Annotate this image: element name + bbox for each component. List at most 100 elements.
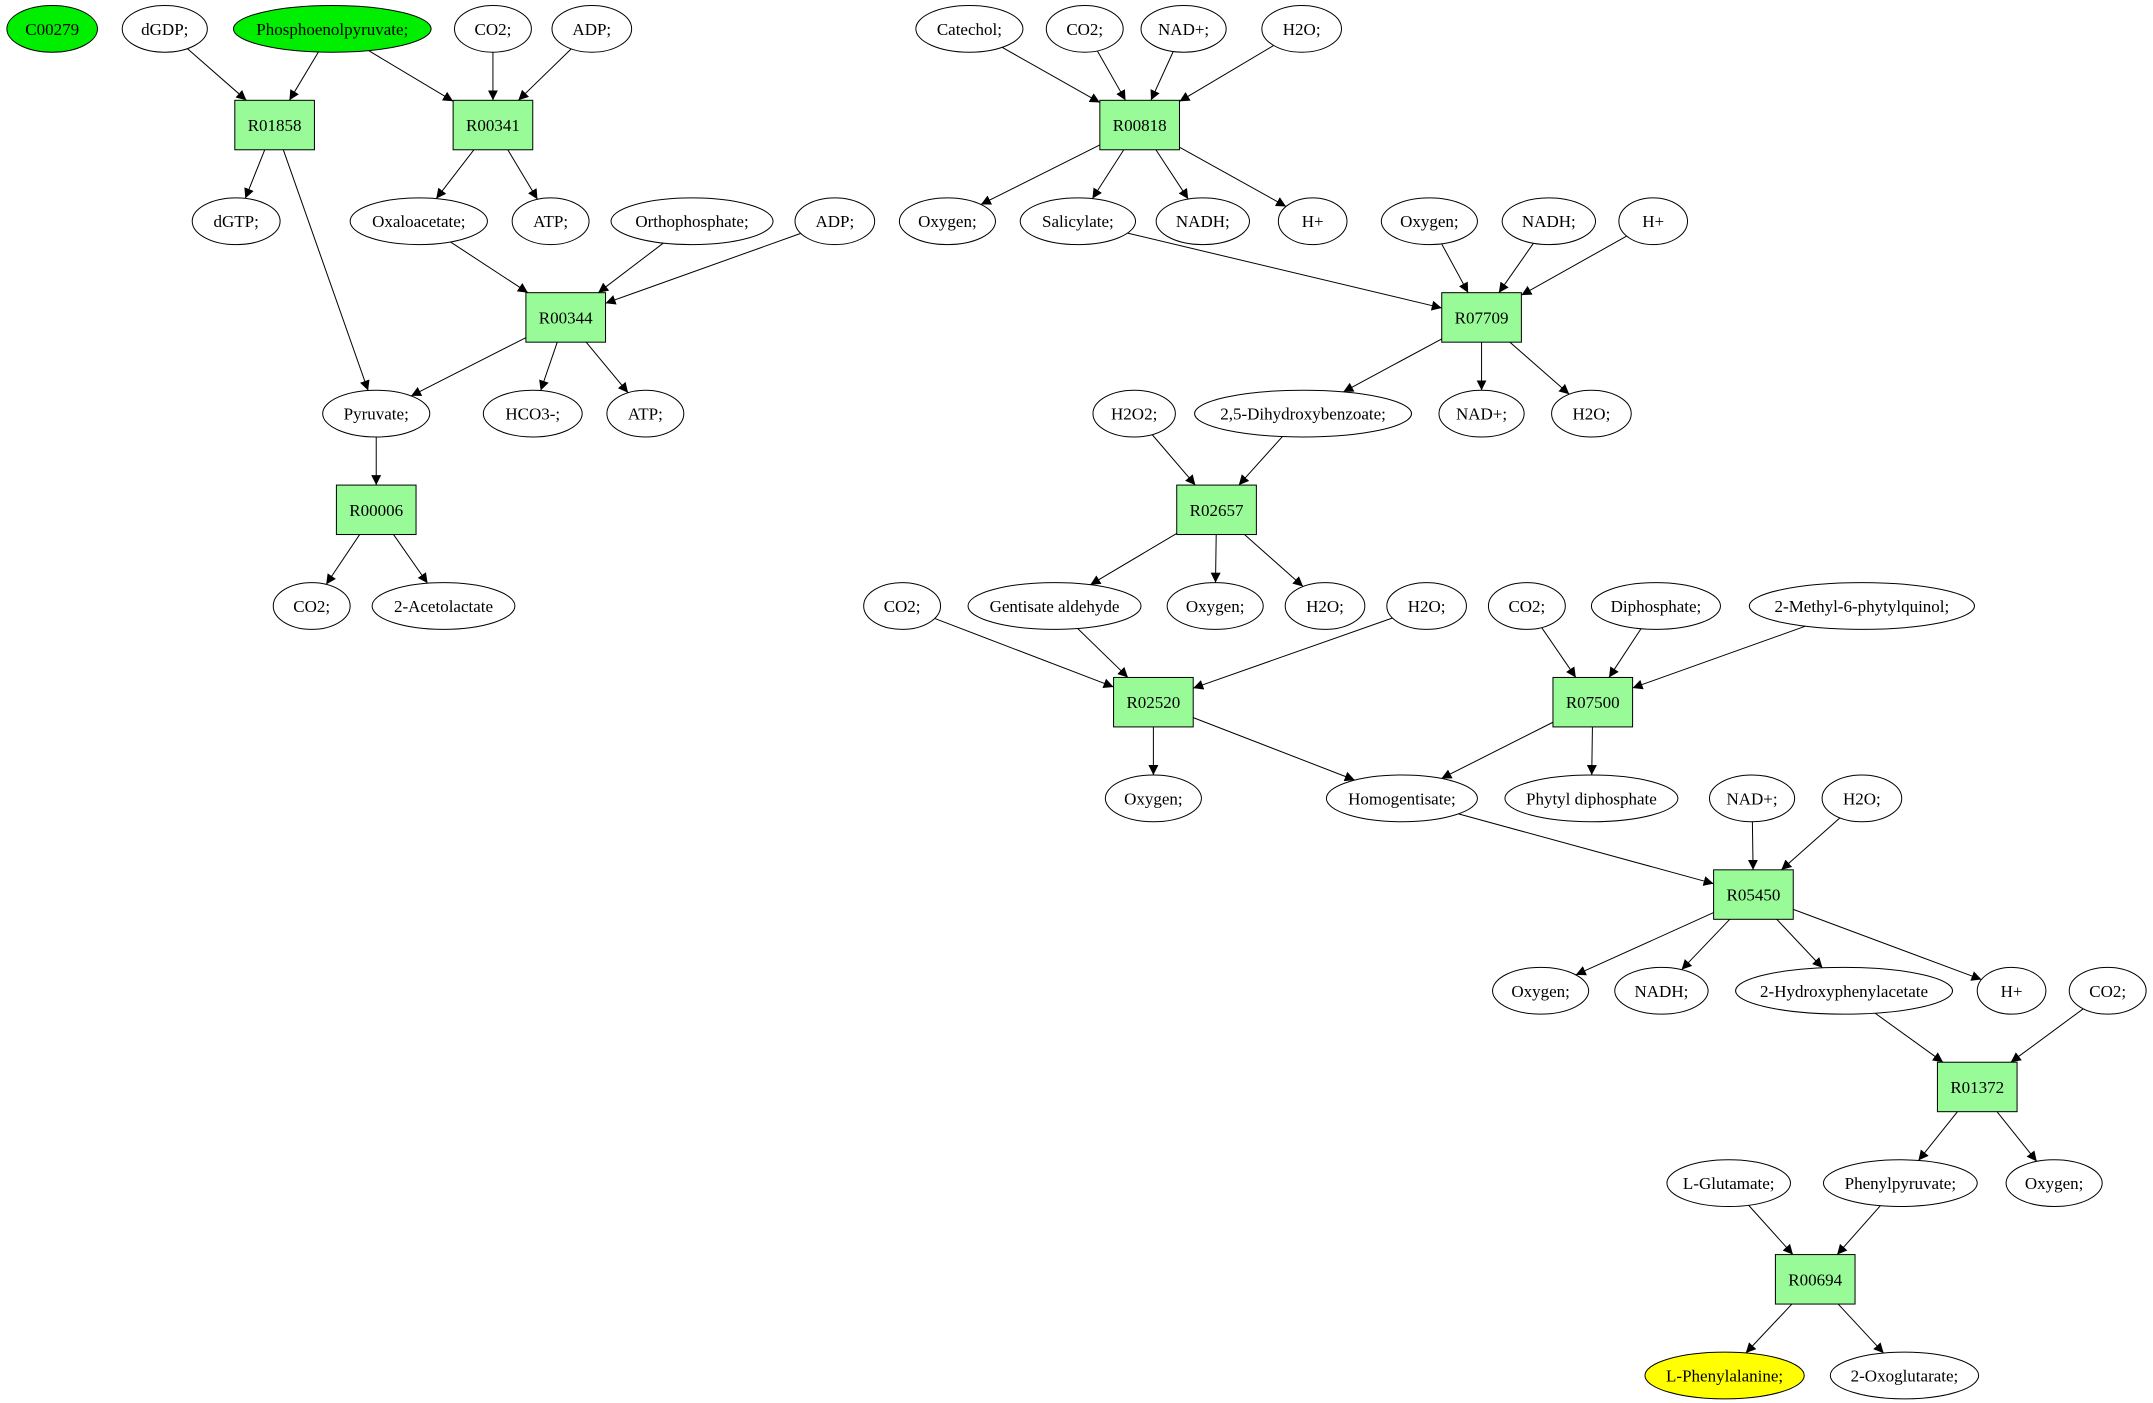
compound-node-h[interactable]: H+ [1976, 966, 2047, 1015]
compound-label: NADH; [1635, 982, 1689, 1001]
compound-node-h2o[interactable]: H2O; [1261, 4, 1343, 53]
compound-shape [482, 389, 583, 438]
compound-node-oxygen[interactable]: Oxygen; [1492, 966, 1590, 1015]
edge-Catechol-to-R00818 [1001, 46, 1101, 103]
edge-R07709-to-DHB [1343, 338, 1442, 393]
compound-node-hco3[interactable]: HCO3-; [482, 389, 583, 438]
compound-node-h2o[interactable]: H2O; [1386, 582, 1467, 630]
compound-node-h2o[interactable]: H2O; [1551, 389, 1632, 438]
compound-shape [272, 582, 351, 630]
compound-node-nad[interactable]: NAD+; [1708, 774, 1796, 823]
compound-node-salicylate[interactable]: Salicylate; [1019, 197, 1137, 246]
edge [1681, 918, 1731, 971]
reaction-node-r00818[interactable]: R00818 [1099, 99, 1180, 151]
compound-node-nadh[interactable]: NADH; [1614, 966, 1709, 1015]
reaction-node-r00006[interactable]: R00006 [335, 484, 417, 536]
compound-node-h2o2[interactable]: H2O2; [1092, 389, 1176, 438]
edge-R00344-to-HCO3 [539, 341, 558, 391]
compound-label: CO2; [293, 597, 330, 616]
compound-node-oxygen[interactable]: Oxygen; [1166, 582, 1264, 630]
edge [435, 149, 475, 199]
compound-node-l-glutamate[interactable]: L-Glutamate; [1666, 1159, 1792, 1207]
compound-node-adp[interactable]: ADP; [551, 4, 633, 53]
reaction-node-r00341[interactable]: R00341 [452, 99, 534, 151]
compound-node-oxaloacetate[interactable]: Oxaloacetate; [349, 197, 488, 246]
compound-node-h2o[interactable]: H2O; [1821, 774, 1903, 823]
reaction-node-r00344[interactable]: R00344 [525, 292, 607, 343]
reaction-node-r02520[interactable]: R02520 [1113, 676, 1194, 728]
edge-R07500-to-Homogentisate [1441, 721, 1554, 779]
compound-node-nadh[interactable]: NADH; [1155, 197, 1251, 246]
compound-node-oxygen[interactable]: Oxygen; [1380, 197, 1478, 246]
compound-shape [1325, 774, 1478, 823]
compound-node-diphosphate[interactable]: Diphosphate; [1590, 582, 1721, 630]
compound-node-adp[interactable]: ADP; [794, 197, 876, 246]
compound-node-atp[interactable]: ATP; [511, 197, 590, 246]
compound-node-2-acetolactate[interactable]: 2-Acetolactate [371, 582, 516, 630]
reaction-label: R00694 [1788, 1270, 1842, 1289]
reaction-node-r01372[interactable]: R01372 [1936, 1061, 2018, 1113]
edge-ADP_b-to-R00344 [605, 232, 801, 305]
compound-node-gentisate-aldehyde[interactable]: Gentisate aldehyde [967, 582, 1142, 630]
compound-shape [1618, 197, 1689, 246]
compound-node-co2[interactable]: CO2; [272, 582, 351, 630]
compound-node-oxygen[interactable]: Oxygen; [1104, 774, 1202, 823]
compound-label: CO2; [475, 20, 512, 39]
compound-node-nadh[interactable]: NADH; [1501, 197, 1597, 246]
compound-node-nad[interactable]: NAD+; [1438, 389, 1525, 438]
reaction-node-r07500[interactable]: R07500 [1552, 676, 1634, 728]
compound-node-2-oxoglutarate[interactable]: 2-Oxoglutarate; [1829, 1351, 1980, 1400]
edge-H2O2-to-R02657 [1151, 434, 1196, 486]
compound-node-2-hydroxyphenylacetate[interactable]: 2-Hydroxyphenylacetate [1735, 966, 1954, 1015]
edge [1151, 434, 1196, 486]
compound-node-co2[interactable]: CO2; [453, 4, 532, 53]
compound-node-orthophosphate[interactable]: Orthophosphate; [610, 197, 774, 246]
compound-node-c00279[interactable]: C00279 [6, 4, 98, 53]
edge-HPA-to-R01372 [1874, 1012, 1944, 1063]
compound-node-dgtp[interactable]: dGTP; [191, 197, 281, 246]
compound-node-co2[interactable]: CO2; [2068, 966, 2147, 1015]
compound-node-phytyl-diphosphate[interactable]: Phytyl diphosphate [1504, 774, 1679, 823]
compound-node-catechol[interactable]: Catechol; [915, 4, 1024, 53]
reaction-node-r07709[interactable]: R07709 [1441, 292, 1522, 343]
compound-shape [191, 197, 281, 246]
compound-node-atp[interactable]: ATP; [606, 389, 685, 438]
compound-node-oxygen[interactable]: Oxygen; [898, 197, 996, 246]
compound-shape [1666, 1159, 1792, 1207]
reaction-node-r02657[interactable]: R02657 [1176, 484, 1257, 536]
edge-R01858-to-Pyruvate [282, 149, 370, 391]
edge [1458, 813, 1714, 886]
compound-node-h[interactable]: H+ [1618, 197, 1689, 246]
compound-node-co2[interactable]: CO2; [1487, 582, 1566, 630]
edge [507, 149, 538, 200]
compound-node-l-phenylalanine[interactable]: L-Phenylalanine; [1644, 1351, 1805, 1400]
compound-node-homogentisate[interactable]: Homogentisate; [1325, 774, 1478, 823]
compound-node-co2[interactable]: CO2; [1045, 4, 1124, 53]
edge-R05450-to-Hp_c [1793, 908, 1982, 981]
compound-label: Orthophosphate; [635, 212, 748, 231]
edge [1836, 1205, 1881, 1255]
reaction-node-r05450[interactable]: R05450 [1713, 869, 1794, 920]
compound-node-dgdp[interactable]: dGDP; [121, 4, 208, 53]
edge-Salicylate-to-R07709 [1127, 232, 1442, 311]
compound-node-nad[interactable]: NAD+; [1140, 4, 1227, 53]
edge [605, 232, 801, 305]
compound-label: ATP; [628, 405, 663, 424]
compound-node-2-5-dihydroxybenzoate[interactable]: 2,5-Dihydroxybenzoate; [1194, 389, 1413, 438]
compound-shape [232, 4, 432, 53]
compound-node-2-methyl-6-phytylquinol[interactable]: 2-Methyl-6-phytylquinol; [1748, 582, 1975, 630]
compound-node-h[interactable]: H+ [1277, 197, 1348, 246]
compound-node-phenylpyruvate[interactable]: Phenylpyruvate; [1822, 1159, 1978, 1207]
edge-dGDP-to-R01858 [187, 48, 247, 101]
compound-node-oxygen[interactable]: Oxygen; [2005, 1159, 2103, 1207]
compound-node-h2o[interactable]: H2O; [1284, 582, 1366, 630]
edge-NADp_c-to-R05450 [1747, 821, 1758, 870]
edge [368, 50, 454, 102]
compound-node-co2[interactable]: CO2; [863, 582, 942, 630]
reaction-node-r00694[interactable]: R00694 [1774, 1254, 1856, 1305]
compound-node-pyruvate[interactable]: Pyruvate; [322, 389, 431, 438]
edge-R00341-to-Oxaloacetate [435, 149, 475, 199]
compound-node-phosphoenolpyruvate[interactable]: Phosphoenolpyruvate; [232, 4, 432, 53]
edge-R00006-to-Acetolactate [393, 534, 428, 584]
reaction-node-r01858[interactable]: R01858 [234, 99, 315, 151]
